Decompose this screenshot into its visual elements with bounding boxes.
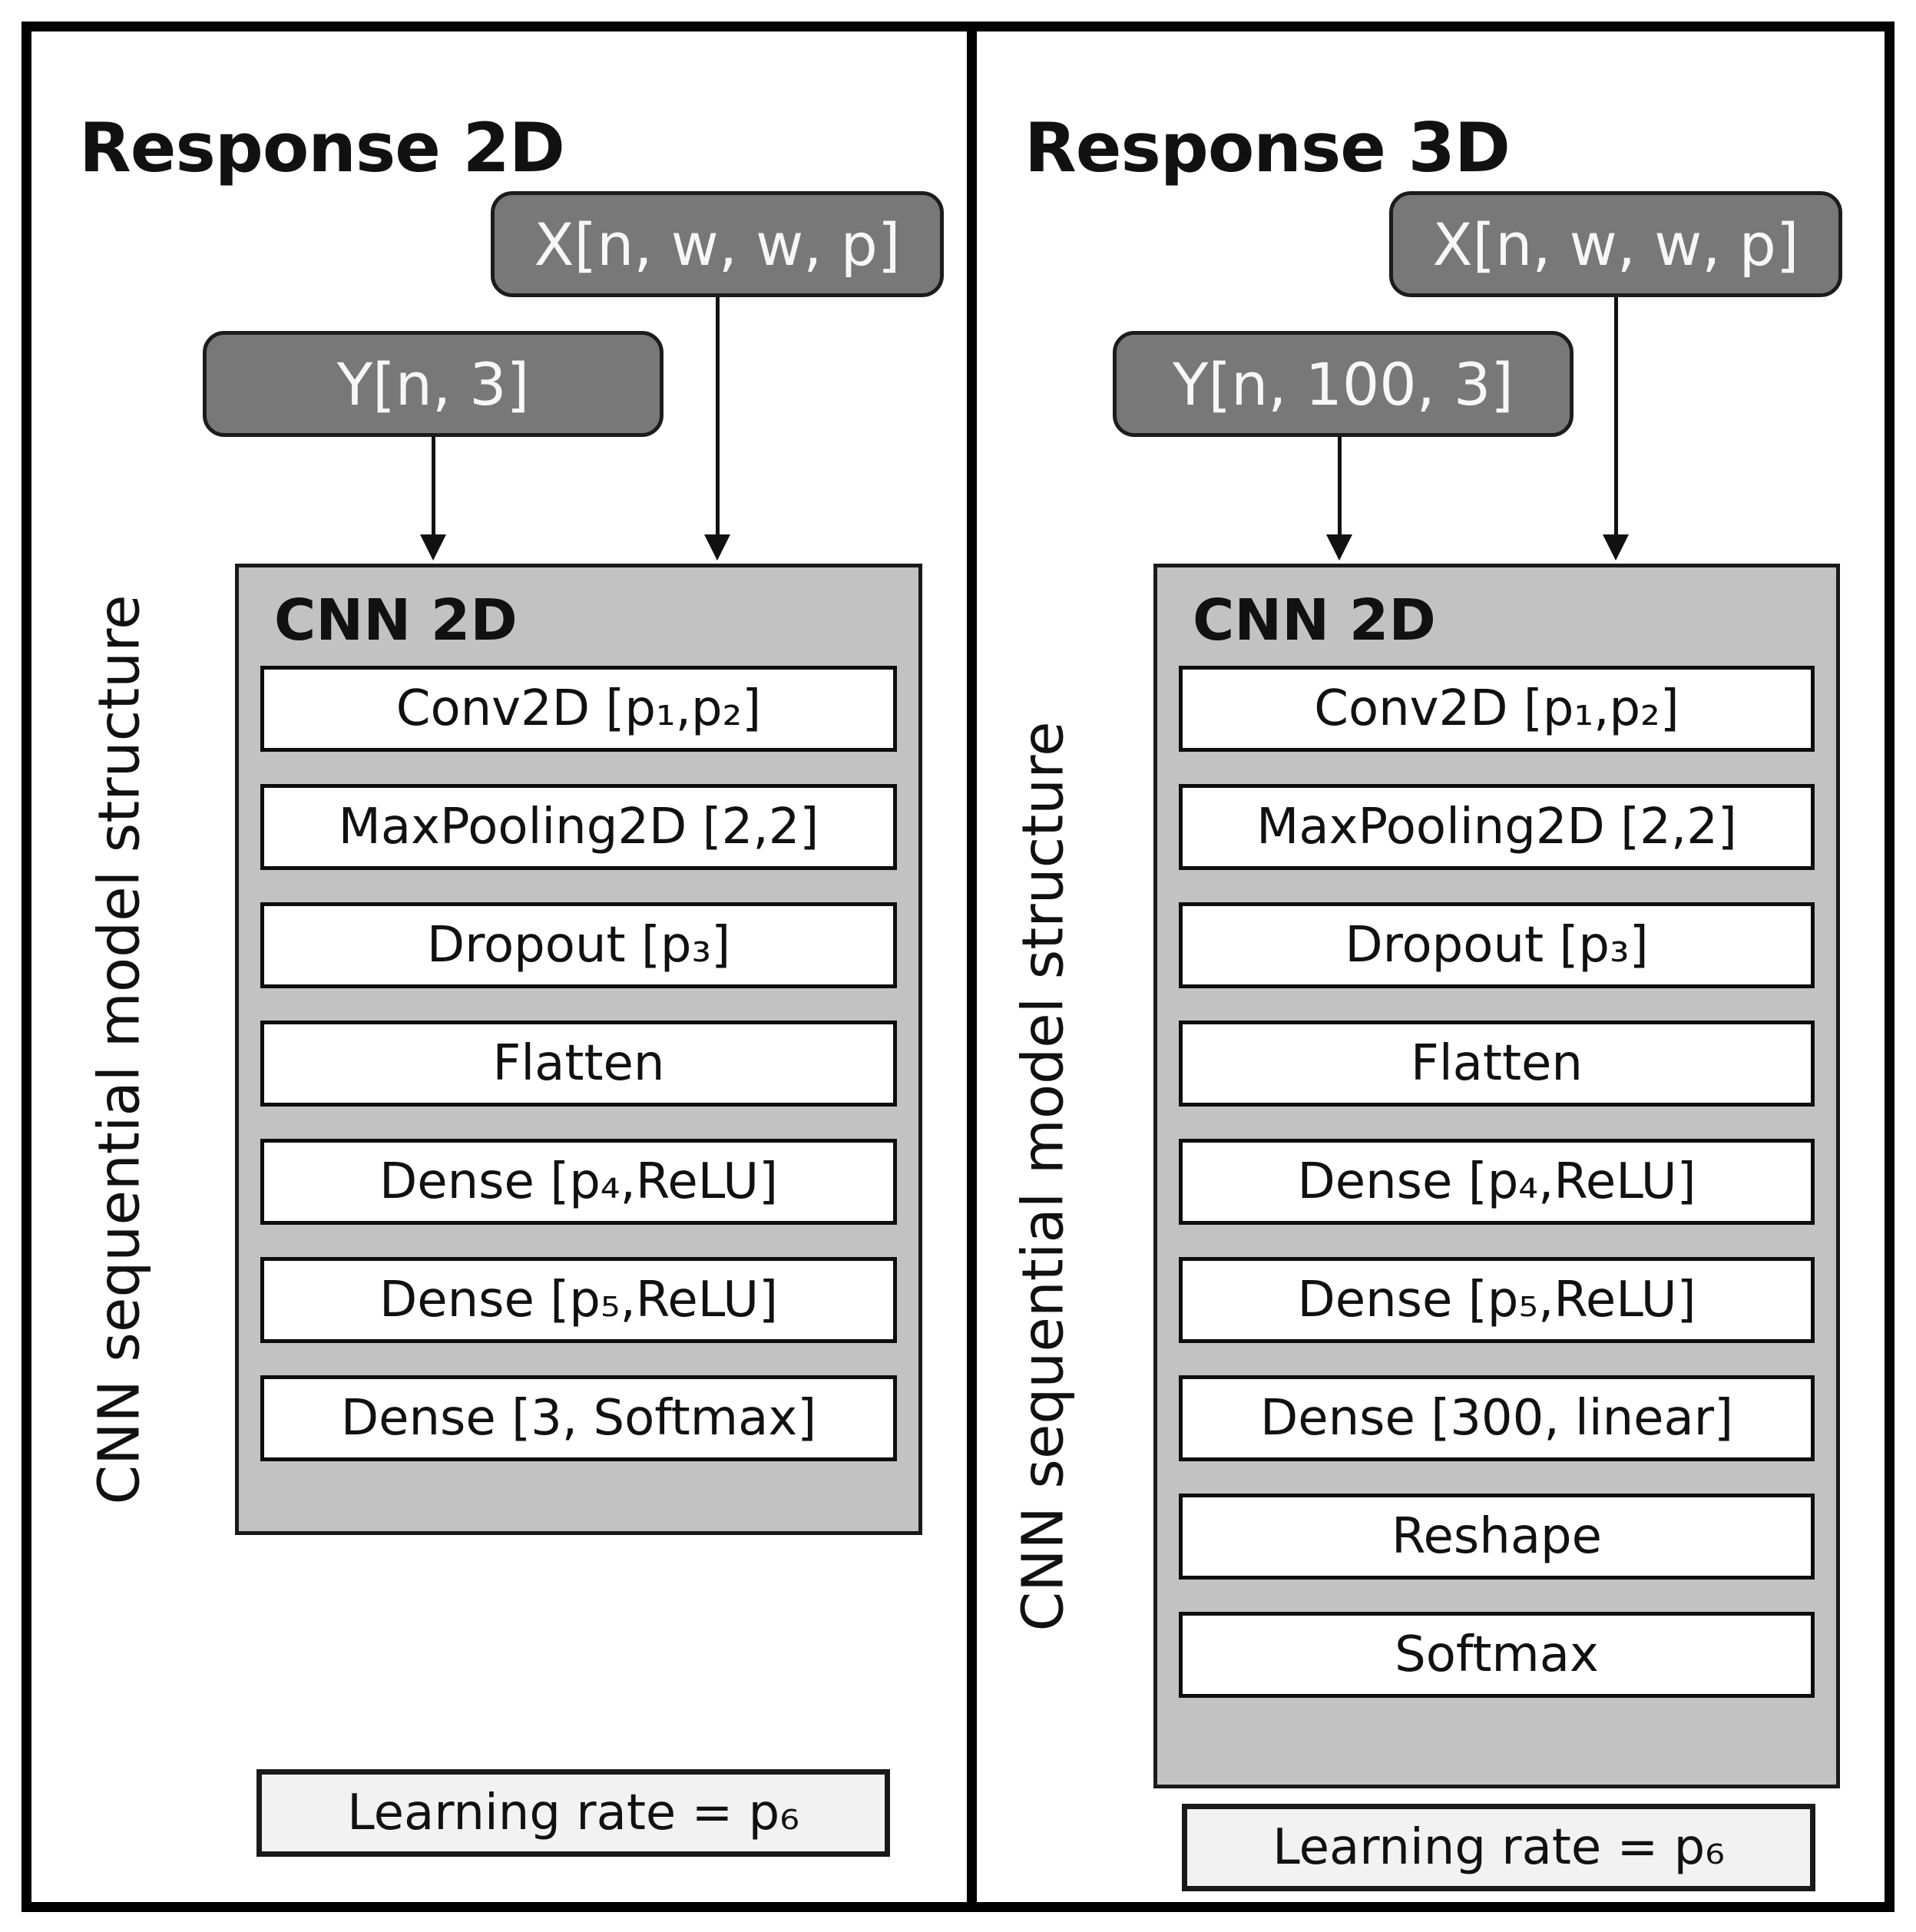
panel-title-response-2d: Response 2D bbox=[79, 108, 565, 187]
side-label-cnn-sequential: CNN sequential model structure bbox=[978, 564, 1109, 1788]
cnn-box-title: CNN 2D bbox=[1193, 587, 1436, 653]
input-tensor-x-box: X[n, w, w, p] bbox=[1389, 191, 1842, 297]
cnn-model-box: CNN 2D Conv2D [p₁,p₂] MaxPooling2D [2,2]… bbox=[235, 564, 922, 1535]
panel-response-3d: Response 3D X[n, w, w, p] Y[n, 100, 3] C… bbox=[967, 22, 1894, 1912]
cnn-model-box: CNN 2D Conv2D [p₁,p₂] MaxPooling2D [2,2]… bbox=[1153, 564, 1840, 1788]
y-to-cnn-arrow-line bbox=[432, 436, 435, 536]
layer-dense-linear: Dense [300, linear] bbox=[1179, 1375, 1815, 1461]
layer-dropout: Dropout [p₃] bbox=[260, 902, 897, 988]
y-to-cnn-arrow-line bbox=[1338, 436, 1342, 536]
layer-flatten: Flatten bbox=[1179, 1021, 1815, 1107]
x-to-cnn-arrow-head bbox=[704, 534, 730, 561]
panel-title-response-3d: Response 3D bbox=[1024, 108, 1511, 187]
layer-softmax: Softmax bbox=[1179, 1612, 1815, 1698]
panel-response-2d: Response 2D X[n, w, w, p] Y[n, 3] CNN se… bbox=[22, 22, 978, 1912]
layer-dense-1: Dense [p₄,ReLU] bbox=[1179, 1139, 1815, 1225]
side-label-text: CNN sequential model structure bbox=[87, 594, 153, 1505]
input-tensor-y-box: Y[n, 100, 3] bbox=[1113, 331, 1574, 437]
learning-rate-box: Learning rate = p₆ bbox=[1182, 1804, 1815, 1891]
input-tensor-x-box: X[n, w, w, p] bbox=[491, 191, 944, 297]
layer-dropout: Dropout [p₃] bbox=[1179, 902, 1815, 988]
side-label-cnn-sequential: CNN sequential model structure bbox=[55, 564, 185, 1535]
layer-dense-2: Dense [p₅,ReLU] bbox=[260, 1257, 897, 1343]
layer-maxpooling2d: MaxPooling2D [2,2] bbox=[1179, 784, 1815, 870]
layer-flatten: Flatten bbox=[260, 1021, 897, 1107]
side-label-text: CNN sequential model structure bbox=[1011, 720, 1077, 1632]
layer-maxpooling2d: MaxPooling2D [2,2] bbox=[260, 784, 897, 870]
layer-dense-softmax: Dense [3, Softmax] bbox=[260, 1375, 897, 1461]
x-to-cnn-arrow-line bbox=[1614, 297, 1618, 536]
cnn-box-title: CNN 2D bbox=[274, 587, 518, 653]
layer-conv2d: Conv2D [p₁,p₂] bbox=[260, 666, 897, 752]
x-to-cnn-arrow-head bbox=[1603, 534, 1629, 561]
y-to-cnn-arrow-head bbox=[420, 534, 446, 561]
y-to-cnn-arrow-head bbox=[1326, 534, 1352, 561]
layer-reshape: Reshape bbox=[1179, 1494, 1815, 1580]
layer-conv2d: Conv2D [p₁,p₂] bbox=[1179, 666, 1815, 752]
layer-dense-1: Dense [p₄,ReLU] bbox=[260, 1139, 897, 1225]
learning-rate-box: Learning rate = p₆ bbox=[256, 1769, 890, 1857]
input-tensor-y-box: Y[n, 3] bbox=[203, 331, 663, 437]
layer-dense-2: Dense [p₅,ReLU] bbox=[1179, 1257, 1815, 1343]
x-to-cnn-arrow-line bbox=[716, 297, 720, 536]
